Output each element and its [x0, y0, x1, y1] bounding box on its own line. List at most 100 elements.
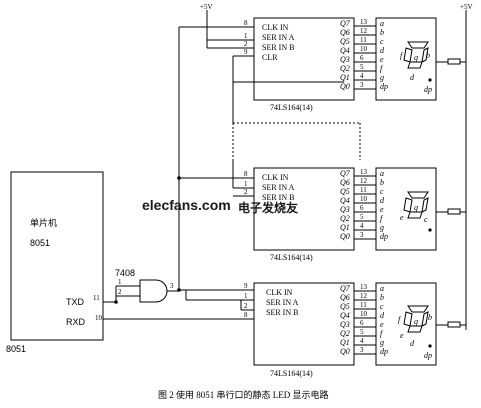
- svg-text:5: 5: [360, 328, 364, 336]
- svg-text:10: 10: [360, 45, 368, 53]
- svg-text:Q5: Q5: [340, 187, 350, 196]
- svg-text:a: a: [380, 284, 384, 293]
- svg-text:3: 3: [360, 231, 364, 239]
- svg-text:1: 1: [244, 32, 248, 40]
- svg-text:g: g: [414, 203, 418, 212]
- svg-text:dp: dp: [380, 347, 388, 356]
- display-body: [375, 282, 437, 366]
- output-bus: [354, 290, 376, 355]
- gate-body: [139, 279, 168, 303]
- svg-text:1: 1: [244, 292, 248, 300]
- svg-text:dp: dp: [380, 232, 388, 241]
- output-bus: [354, 175, 376, 240]
- dp-dot: [428, 344, 432, 348]
- svg-text:Q4: Q4: [340, 196, 350, 205]
- svg-text:Q1: Q1: [340, 338, 350, 347]
- svg-text:10: 10: [360, 195, 368, 203]
- svg-text:g: g: [380, 338, 384, 347]
- svg-text:10: 10: [95, 314, 103, 322]
- led-display-3: a b c d e f g dp f g b e d dp: [375, 282, 466, 366]
- chip-body: [253, 282, 355, 366]
- svg-text:4: 4: [360, 72, 364, 80]
- svg-text:13: 13: [360, 283, 368, 291]
- svg-text:d: d: [380, 46, 385, 55]
- figure-caption: 图 2 使用 8051 串行口的静态 LED 显示电路: [158, 389, 329, 400]
- svg-text:Q2: Q2: [340, 329, 350, 338]
- led-display-1: a b c d e f g dp f g b d dp: [375, 17, 466, 101]
- left-supply-label: +5V: [200, 3, 213, 11]
- mcu-body: [10, 171, 104, 341]
- svg-text:e: e: [380, 55, 384, 64]
- svg-text:dp: dp: [424, 351, 432, 360]
- svg-text:9: 9: [244, 48, 248, 56]
- svg-text:Q1: Q1: [340, 73, 350, 82]
- svg-text:b: b: [380, 293, 384, 302]
- dp-dot: [428, 228, 432, 232]
- svg-text:CLK IN: CLK IN: [262, 173, 289, 182]
- svg-text:c: c: [380, 302, 384, 311]
- watermark-suffix: 电子发烧友: [238, 200, 298, 215]
- svg-text:1: 1: [244, 180, 248, 188]
- svg-text:74LS164(14): 74LS164(14): [270, 253, 313, 262]
- svg-text:d: d: [380, 196, 385, 205]
- svg-text:12: 12: [360, 292, 368, 300]
- resistor-2: [447, 208, 461, 215]
- watermark-text: elecfans.com: [142, 197, 231, 213]
- svg-text:e: e: [400, 331, 404, 340]
- svg-text:4: 4: [360, 337, 364, 345]
- svg-text:dp: dp: [380, 82, 388, 91]
- chip-body: [253, 167, 355, 251]
- svg-text:b: b: [380, 178, 384, 187]
- right-supply-label: +5V: [460, 3, 473, 11]
- rxd-label: RXD: [66, 317, 86, 327]
- svg-text:4: 4: [360, 222, 364, 230]
- mcu-model: 8051: [30, 238, 50, 248]
- svg-text:Q3: Q3: [340, 55, 350, 64]
- chip-part-label: 74LS164(14): [270, 103, 313, 112]
- sera-label: SER IN A: [262, 33, 295, 42]
- svg-text:2: 2: [244, 302, 248, 310]
- svg-text:SER IN B: SER IN B: [266, 308, 298, 317]
- svg-text:5: 5: [360, 213, 364, 221]
- svg-text:3: 3: [170, 282, 174, 290]
- svg-text:c: c: [380, 37, 384, 46]
- svg-text:g: g: [414, 317, 418, 326]
- mcu-8051: 单片机 8051 TXD RXD 8051 11 10: [6, 171, 104, 354]
- svg-text:3: 3: [360, 346, 364, 354]
- svg-text:11: 11: [360, 186, 367, 194]
- svg-text:f: f: [398, 315, 402, 324]
- svg-text:SER IN A: SER IN A: [266, 298, 299, 307]
- svg-text:13: 13: [360, 168, 368, 176]
- svg-text:6: 6: [360, 54, 364, 62]
- svg-text:dp: dp: [424, 85, 432, 94]
- svg-text:11: 11: [360, 301, 367, 309]
- dp-dot: [428, 78, 432, 82]
- svg-text:Q1: Q1: [340, 223, 350, 232]
- svg-text:8: 8: [244, 311, 248, 319]
- shift-register-1: CLK IN SER IN A SER IN B CLR 74LS164(14)…: [179, 17, 376, 112]
- mcu-corner-label: 8051: [6, 344, 26, 354]
- svg-text:Q3: Q3: [340, 320, 350, 329]
- svg-text:Q2: Q2: [340, 214, 350, 223]
- svg-text:5: 5: [360, 63, 364, 71]
- svg-text:Q4: Q4: [340, 311, 350, 320]
- gate-part-label: 7408: [115, 268, 135, 278]
- svg-text:Q0: Q0: [340, 347, 350, 356]
- svg-text:Q0: Q0: [340, 232, 350, 241]
- svg-text:6: 6: [360, 204, 364, 212]
- and-gate-7408: 7408 1 2 3: [103, 268, 179, 320]
- svg-text:Q6: Q6: [340, 178, 350, 187]
- output-bus: [354, 25, 376, 90]
- elecfans-watermark: elecfans.com 电子发烧友: [142, 197, 298, 215]
- resistor-3: [447, 321, 461, 328]
- svg-text:b: b: [426, 51, 430, 60]
- mcu-title: 单片机: [30, 217, 57, 228]
- svg-text:f: f: [400, 51, 404, 60]
- svg-text:e: e: [380, 205, 384, 214]
- svg-text:SER IN B: SER IN B: [262, 193, 294, 202]
- shift-register-3: CLK IN SER IN A SER IN B 74LS164(14) 9 1…: [116, 282, 376, 378]
- svg-text:Q6: Q6: [340, 293, 350, 302]
- svg-text:Q5: Q5: [340, 37, 350, 46]
- svg-text:9: 9: [244, 282, 248, 290]
- svg-text:3: 3: [360, 81, 364, 89]
